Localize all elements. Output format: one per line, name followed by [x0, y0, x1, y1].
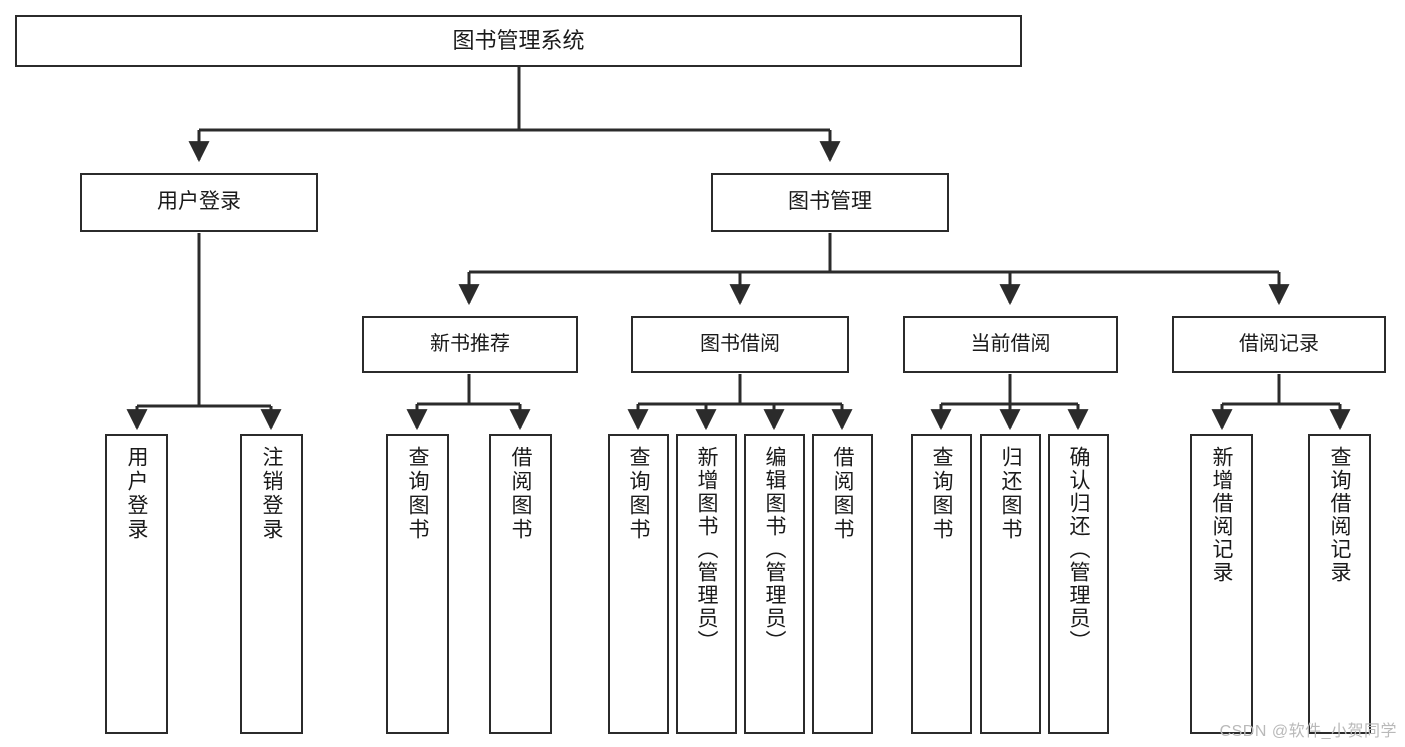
node-label: 确认归还（管理员） — [1067, 446, 1090, 653]
node-label: 借阅图书 — [509, 446, 532, 542]
node-label: 当前借阅 — [970, 332, 1051, 355]
node-label: 新增借阅记录 — [1210, 446, 1233, 584]
node-label: 归还图书 — [999, 446, 1022, 542]
node-book-borrow[interactable]: 图书借阅 — [631, 316, 849, 373]
node-label: 图书借阅 — [700, 332, 780, 355]
node-label: 新书推荐 — [430, 332, 510, 355]
leaf-recommend-query-book[interactable]: 查询图书 — [386, 434, 449, 734]
leaf-current-query-book[interactable]: 查询图书 — [911, 434, 972, 734]
node-label: 查询图书 — [627, 446, 650, 542]
node-label: 用户登录 — [157, 190, 241, 214]
watermark-text: CSDN @软件_小贺同学 — [1219, 723, 1397, 740]
node-label: 借阅记录 — [1239, 332, 1319, 355]
node-label: 图书管理系统 — [452, 28, 585, 54]
node-label: 编辑图书（管理员） — [763, 446, 786, 653]
leaf-recommend-borrow-book[interactable]: 借阅图书 — [489, 434, 552, 734]
leaf-record-query-record[interactable]: 查询借阅记录 — [1308, 434, 1371, 734]
node-label: 注销登录 — [260, 446, 283, 542]
node-label: 查询图书 — [406, 446, 429, 542]
node-book-management[interactable]: 图书管理 — [711, 173, 949, 232]
node-user-login[interactable]: 用户登录 — [80, 173, 318, 232]
leaf-borrow-edit-book-admin[interactable]: 编辑图书（管理员） — [744, 434, 805, 734]
node-current-borrow[interactable]: 当前借阅 — [903, 316, 1118, 373]
node-label: 查询借阅记录 — [1328, 446, 1351, 584]
node-label: 新增图书（管理员） — [695, 446, 718, 653]
leaf-current-return-book[interactable]: 归还图书 — [980, 434, 1041, 734]
leaf-user-login-logout[interactable]: 注销登录 — [240, 434, 303, 734]
node-label: 图书管理 — [788, 190, 872, 214]
leaf-user-login-login[interactable]: 用户登录 — [105, 434, 168, 734]
node-label: 查询图书 — [930, 446, 953, 542]
node-borrow-record[interactable]: 借阅记录 — [1172, 316, 1386, 373]
node-label: 用户登录 — [125, 446, 148, 542]
leaf-record-add-record[interactable]: 新增借阅记录 — [1190, 434, 1253, 734]
node-root-system[interactable]: 图书管理系统 — [15, 15, 1022, 67]
node-new-book-recommend[interactable]: 新书推荐 — [362, 316, 578, 373]
node-label: 借阅图书 — [831, 446, 854, 542]
leaf-current-confirm-return-admin[interactable]: 确认归还（管理员） — [1048, 434, 1109, 734]
leaf-borrow-borrow-book[interactable]: 借阅图书 — [812, 434, 873, 734]
leaf-borrow-query-book[interactable]: 查询图书 — [608, 434, 669, 734]
leaf-borrow-add-book-admin[interactable]: 新增图书（管理员） — [676, 434, 737, 734]
